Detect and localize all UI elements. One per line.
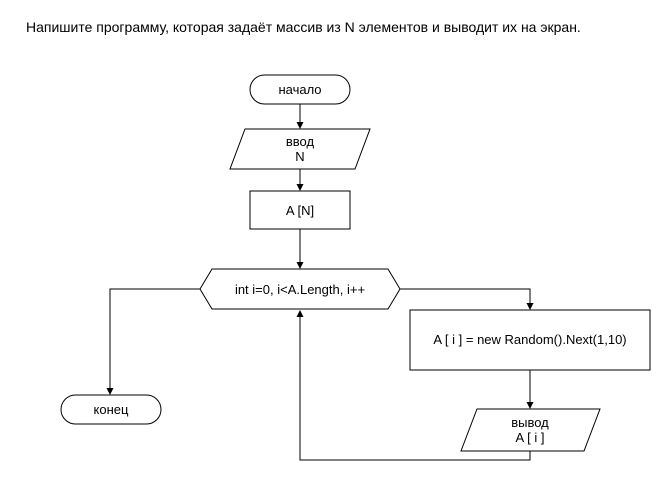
connector-output-loopback [296, 310, 531, 461]
connectors [106, 104, 534, 461]
input-block: ввод N [229, 128, 371, 170]
array-declaration-label: A [N] [286, 203, 314, 218]
connector-loop-to-end [106, 288, 200, 395]
output-block: вывод A [ i ] [460, 408, 601, 452]
connector-loop-to-assign [400, 288, 534, 310]
array-declaration-block: A [N] [249, 190, 351, 230]
output-label-line1: вывод [511, 415, 549, 430]
output-label-line2: A [ i ] [516, 430, 545, 445]
task-statement: Напишите программу, которая задаёт масси… [26, 19, 581, 35]
assign-label: A [ i ] = new Random().Next(1,10) [433, 332, 626, 347]
end-terminator: конец [60, 394, 162, 425]
assign-block: A [ i ] = new Random().Next(1,10) [409, 309, 651, 371]
input-label-line2: N [295, 149, 304, 164]
loop-label: int i=0, i<A.Length, i++ [235, 282, 365, 297]
loop-block: int i=0, i<A.Length, i++ [199, 268, 401, 310]
start-terminator: начало [249, 74, 351, 105]
input-label-line1: ввод [286, 134, 315, 149]
end-label: конец [94, 402, 129, 417]
start-label: начало [278, 82, 321, 97]
